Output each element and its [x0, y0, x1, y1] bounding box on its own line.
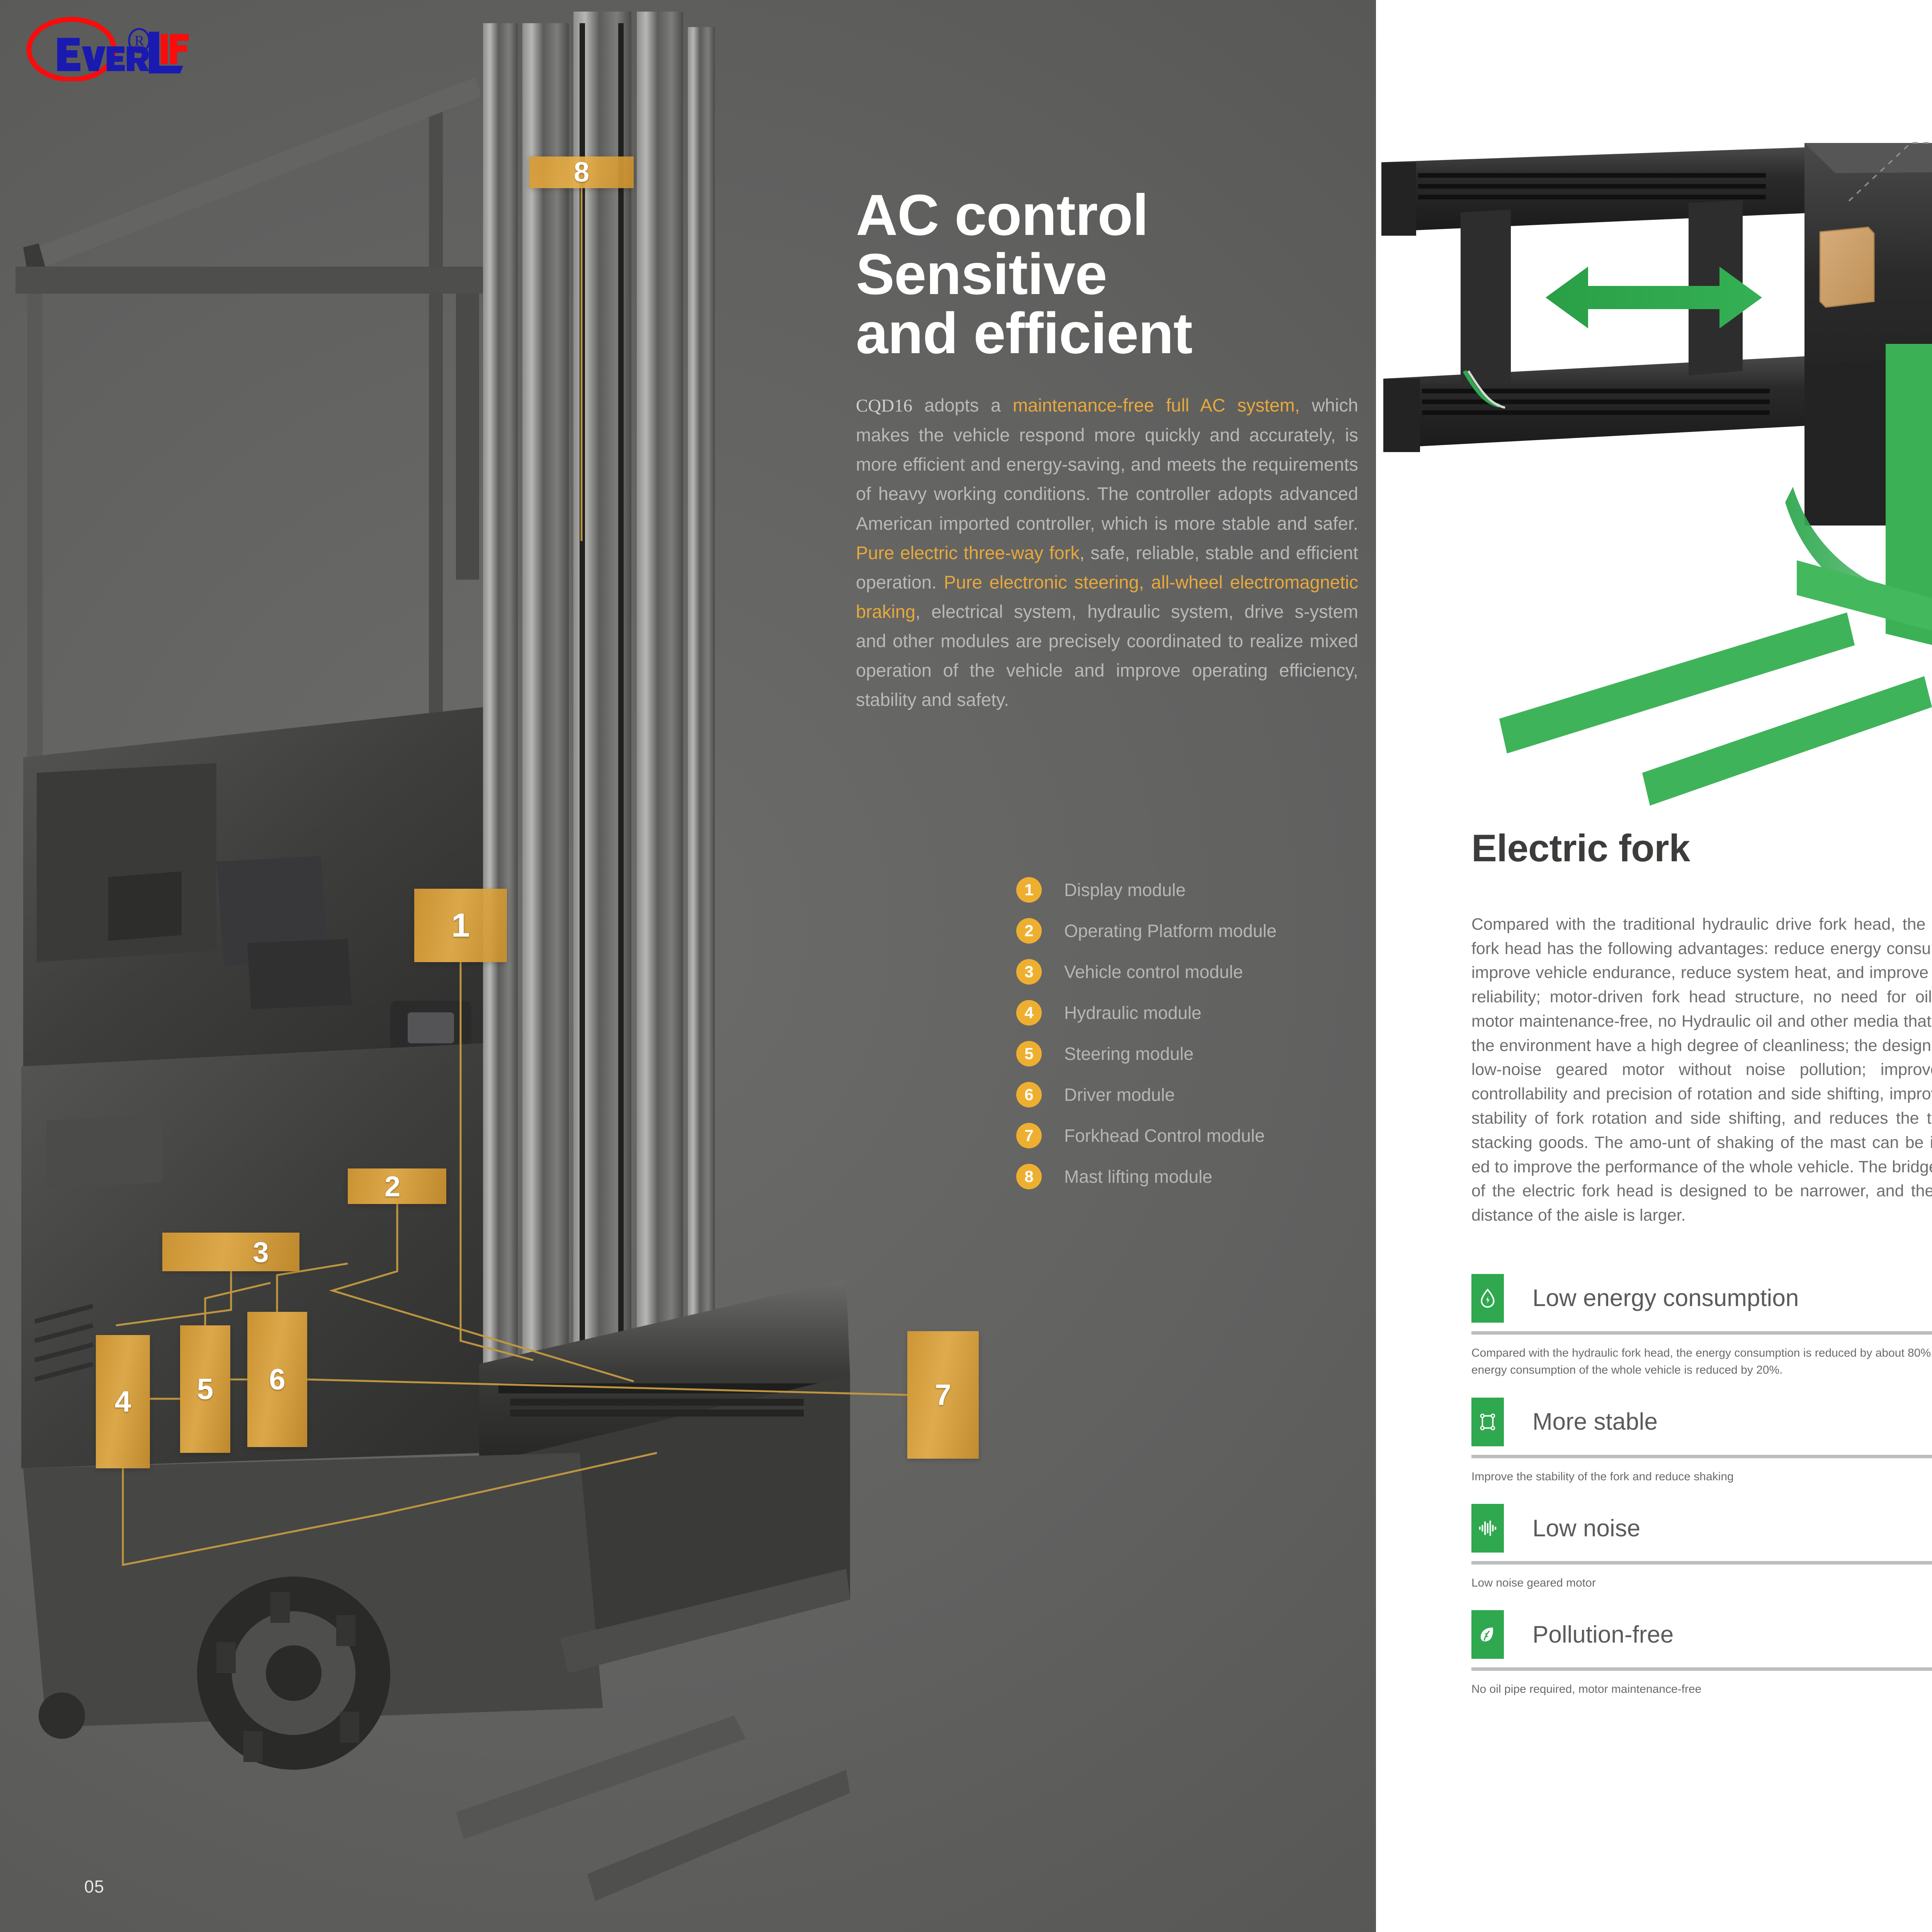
- module-number-badge: 8: [1016, 1164, 1042, 1189]
- callout-4: 4: [96, 1335, 150, 1468]
- lead-highlight-3: Pure electronic steering, all-wheel elec…: [856, 571, 1358, 622]
- lead-text-3: , safe, reliable, stable and efficient o…: [856, 542, 1358, 592]
- lead-highlight-2: Pure electric three-way fork: [856, 542, 1080, 563]
- feature-row: More stable Improve the stability of the…: [1471, 1397, 1932, 1485]
- feature-title: Low energy consumption: [1532, 1285, 1799, 1312]
- page-number-left: 05: [84, 1877, 105, 1896]
- frame-stability-icon: [1471, 1397, 1504, 1446]
- list-item: 7 Forkhead Control module: [1016, 1115, 1372, 1156]
- list-item: 1 Display module: [1016, 869, 1372, 910]
- right-page: VNA·LONG MATERIAL HANDLING·HEAVY-DUTY·AG…: [1381, 0, 1932, 1932]
- feature-row: Low noise Low noise geared motor: [1471, 1504, 1932, 1592]
- model-code: CQD16: [856, 396, 913, 416]
- module-number-badge: 4: [1016, 1000, 1042, 1026]
- feature-divider: [1471, 1454, 1932, 1458]
- module-label: Operating Platform module: [1064, 921, 1277, 941]
- module-label: Forkhead Control module: [1064, 1126, 1265, 1146]
- feature-row: Low energy consumption Compared with the…: [1471, 1274, 1932, 1379]
- callout-7: 7: [907, 1331, 979, 1459]
- feature-divider: [1471, 1667, 1932, 1671]
- module-label: Driver module: [1064, 1085, 1175, 1105]
- module-label: Hydraulic module: [1064, 1003, 1202, 1023]
- lead-paragraph: CQD16 adopts a maintenance-free full AC …: [856, 391, 1358, 714]
- electric-fork-body: Compared with the traditional hydraulic …: [1471, 915, 1932, 1225]
- list-item: 4 Hydraulic module: [1016, 992, 1372, 1033]
- left-page: R: [0, 0, 1376, 1932]
- callout-6: 6: [247, 1312, 307, 1447]
- electric-fork-hero-image: [1381, 116, 1932, 811]
- feature-list: Low energy consumption Compared with the…: [1471, 1274, 1932, 1698]
- list-item: 5 Steering module: [1016, 1033, 1372, 1074]
- headline-line-1: AC control: [856, 182, 1149, 247]
- feature-note: Low noise geared motor: [1471, 1577, 1596, 1589]
- list-item: 3 Vehicle control module: [1016, 951, 1372, 992]
- lead-highlight-1: maintenance-free full AC system,: [1013, 395, 1300, 415]
- page-title: AC control Sensitive and efficient: [856, 185, 1358, 363]
- lead-text-2: which makes the vehicle respond more qui…: [856, 395, 1358, 534]
- module-label: Vehicle control module: [1064, 962, 1243, 982]
- callout-3: 3: [162, 1233, 299, 1271]
- list-item: 8 Mast lifting module: [1016, 1156, 1372, 1197]
- feature-title: Pollution-free: [1532, 1621, 1674, 1648]
- module-number-badge: 2: [1016, 918, 1042, 944]
- headline-line-3: and efficient: [856, 301, 1192, 366]
- feature-title: Low noise: [1532, 1515, 1641, 1542]
- module-number-badge: 6: [1016, 1082, 1042, 1107]
- module-number-badge: 5: [1016, 1041, 1042, 1066]
- list-item: 2 Operating Platform module: [1016, 910, 1372, 951]
- feature-divider: [1471, 1331, 1932, 1335]
- callout-2: 2: [348, 1168, 446, 1204]
- forklift-product-photo: [0, 0, 850, 1932]
- feature-note: Improve the stability of the fork and re…: [1471, 1470, 1734, 1483]
- page-gutter: [1376, 0, 1381, 1932]
- module-label: Mast lifting module: [1064, 1167, 1213, 1187]
- module-number-badge: 7: [1016, 1123, 1042, 1148]
- electric-fork-column: Electric fork Compared with the traditio…: [1471, 827, 1932, 1717]
- energy-drop-icon: [1471, 1274, 1504, 1323]
- leaf-icon: [1471, 1610, 1504, 1659]
- svg-text:R: R: [134, 33, 145, 49]
- module-legend-list: 1 Display module 2 Operating Platform mo…: [1016, 869, 1372, 1197]
- lead-text-4: , electrical system, hydraulic system, d…: [856, 601, 1358, 710]
- sound-wave-icon: [1471, 1504, 1504, 1553]
- module-label: Steering module: [1064, 1044, 1194, 1064]
- module-number-badge: 1: [1016, 877, 1042, 903]
- feature-note: No oil pipe required, motor maintenance-…: [1471, 1683, 1702, 1696]
- left-copy-block: AC control Sensitive and efficient CQD16…: [856, 185, 1358, 714]
- callout-1: 1: [414, 889, 507, 962]
- feature-note: Compared with the hydraulic fork head, t…: [1471, 1346, 1932, 1377]
- feature-divider: [1471, 1561, 1932, 1565]
- module-label: Display module: [1064, 880, 1186, 900]
- feature-title: More stable: [1532, 1408, 1658, 1435]
- callout-5: 5: [180, 1325, 230, 1453]
- feature-row: Pollution-free No oil pipe required, mot…: [1471, 1610, 1932, 1698]
- headline-line-2: Sensitive: [856, 242, 1107, 306]
- module-number-badge: 3: [1016, 959, 1042, 985]
- section-title-electric-fork: Electric fork: [1471, 827, 1690, 869]
- lead-text-1: adopts a: [912, 395, 1013, 415]
- everlift-logo: R: [23, 8, 189, 81]
- callout-8: 8: [529, 156, 634, 188]
- list-item: 6 Driver module: [1016, 1074, 1372, 1115]
